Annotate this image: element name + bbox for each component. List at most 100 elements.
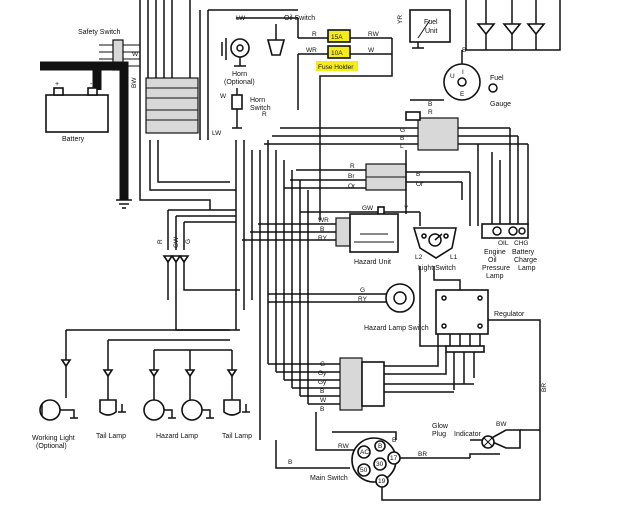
connector-1: G B L R [262, 111, 529, 225]
wire-code: W [320, 397, 327, 404]
main-switch-pin-30: 30 [376, 461, 384, 468]
wire-code: B [320, 406, 324, 413]
fuel-unit-label-1: Fuel [424, 19, 438, 26]
main-switch-label: Main Switch [310, 475, 348, 482]
horn-switch: Horn Switch LW W [212, 88, 271, 137]
fuel-unit-label-2: Unit [425, 28, 438, 35]
engine-oil-label-1: Engine [484, 249, 506, 256]
wire-code: L [400, 143, 404, 150]
fuse-10a [327, 45, 351, 59]
battery-label: Battery [62, 136, 85, 143]
fuse-holder-label: Fuse Holder [318, 64, 354, 71]
wire-code: Or [416, 181, 424, 188]
engine-oil-label-2: Oil [488, 257, 497, 264]
wire-code: W [132, 51, 139, 58]
horn-switch-label-1: Horn [250, 97, 265, 104]
fuse-15a [327, 29, 351, 43]
chg-tag: CHG [514, 240, 528, 247]
hazard-lamp-switch: G RY Hazard Lamp Switch [268, 283, 429, 332]
wire-code: G [360, 287, 365, 294]
connector-3-right [361, 361, 385, 407]
wire-code: RW [368, 31, 380, 38]
battery: + - Battery [45, 81, 109, 143]
regulator-label: Regulator [494, 311, 525, 318]
lamp-connector [481, 223, 529, 239]
working-light-label-2: (Optional) [36, 443, 67, 450]
wire-code: GW [362, 205, 374, 212]
fuse-15a-highlight [328, 30, 350, 42]
battery-positive-cable [40, 61, 129, 200]
central-connector [145, 77, 199, 134]
battery-body [45, 94, 109, 133]
wire-code: BW [131, 77, 138, 88]
wire-code: R [350, 163, 355, 170]
wire-code: B [462, 47, 466, 54]
main-switch-pin-50: 50 [360, 467, 368, 474]
tail-lamp-left-body [99, 399, 117, 416]
fuel-unit-body [409, 9, 451, 43]
wire-code: R [157, 239, 164, 244]
wire-code: BR [541, 383, 548, 392]
light-switch-l1: L1 [450, 254, 458, 261]
wire-code: GW [173, 236, 180, 248]
hazard-lamps: Hazard Lamp [143, 376, 214, 440]
svg-text:I: I [462, 69, 464, 76]
horn-body [230, 38, 250, 58]
main-switch-pin-ac: AC [360, 449, 369, 456]
wire-code: RY [358, 296, 368, 303]
wire-code: B [428, 101, 432, 108]
hazard-unit-label: Hazard Unit [354, 259, 391, 266]
oil-switch-body [266, 39, 286, 56]
wire-code: R [262, 111, 267, 118]
main-switch-pin-17: 17 [390, 455, 398, 462]
connector-1-body [417, 117, 459, 151]
hazard-lamp-switch-label: Hazard Lamp Switch [364, 325, 429, 332]
tail-lamp-right-label: Tail Lamp [222, 433, 252, 440]
wire-code: B [320, 226, 324, 233]
fuel-gauge-label-2: Gauge [490, 101, 511, 108]
connector-3: G Gy Gy B W B [267, 140, 474, 413]
horn: Horn (Optional) [221, 38, 255, 86]
wire-code: B [400, 135, 404, 142]
tail-lamp-left-label: Tail Lamp [96, 433, 126, 440]
regulator: Regulator BR [435, 289, 548, 440]
light-switch-l2: L2 [415, 254, 423, 261]
glow-plug-label-2: Plug [432, 431, 446, 438]
wire-code: LW [236, 15, 246, 22]
wire-code: W [220, 93, 227, 100]
wire-code: BR [418, 451, 427, 458]
hazard-lamp-label: Hazard Lamp [156, 433, 198, 440]
regulator-body [435, 289, 489, 335]
wire-code: R [312, 31, 317, 38]
lamps-row: Working Light (Optional) Tail Lamp Hazar… [32, 329, 252, 450]
working-light-label-1: Working Light [32, 435, 75, 442]
horn-switch-label-2: Switch [250, 105, 271, 112]
tail-lamp-left: Tail Lamp [96, 376, 126, 440]
main-switch-pin-19: 19 [378, 478, 386, 485]
wire-code: WR [306, 47, 317, 54]
main-switch: B RW B AC B 30 50 17 19 Main Switch BR [275, 412, 541, 501]
battery-charge-label-2: Charge [514, 257, 537, 264]
fuse-10a-highlight [328, 46, 350, 58]
svg-text:U: U [450, 73, 455, 80]
wire-code: Br [348, 173, 355, 180]
oil-switch-label: Oil Switch [284, 15, 315, 22]
wire-code: W [368, 47, 375, 54]
oil-tag: OIL [498, 240, 509, 247]
wire-code: LW [212, 130, 222, 137]
connector-2: R Br Or B Or [284, 163, 471, 226]
battery-minus: - [90, 81, 93, 88]
central-connector-body [145, 77, 199, 134]
glow-plug-label-1: Glow [432, 423, 449, 430]
wire-code: B [392, 437, 396, 444]
wire-code: RY [318, 235, 328, 242]
svg-text:E: E [460, 91, 465, 98]
wire-code: WR [318, 217, 329, 224]
fuel-gauge: U I E Fuel Gauge B R [410, 50, 511, 116]
battery-charge-label-1: Battery [512, 249, 535, 256]
wire-code: B [288, 459, 292, 466]
fuse-holder-highlight [316, 61, 358, 71]
horn-switch-body [231, 94, 243, 110]
connector-3-left [339, 357, 363, 411]
